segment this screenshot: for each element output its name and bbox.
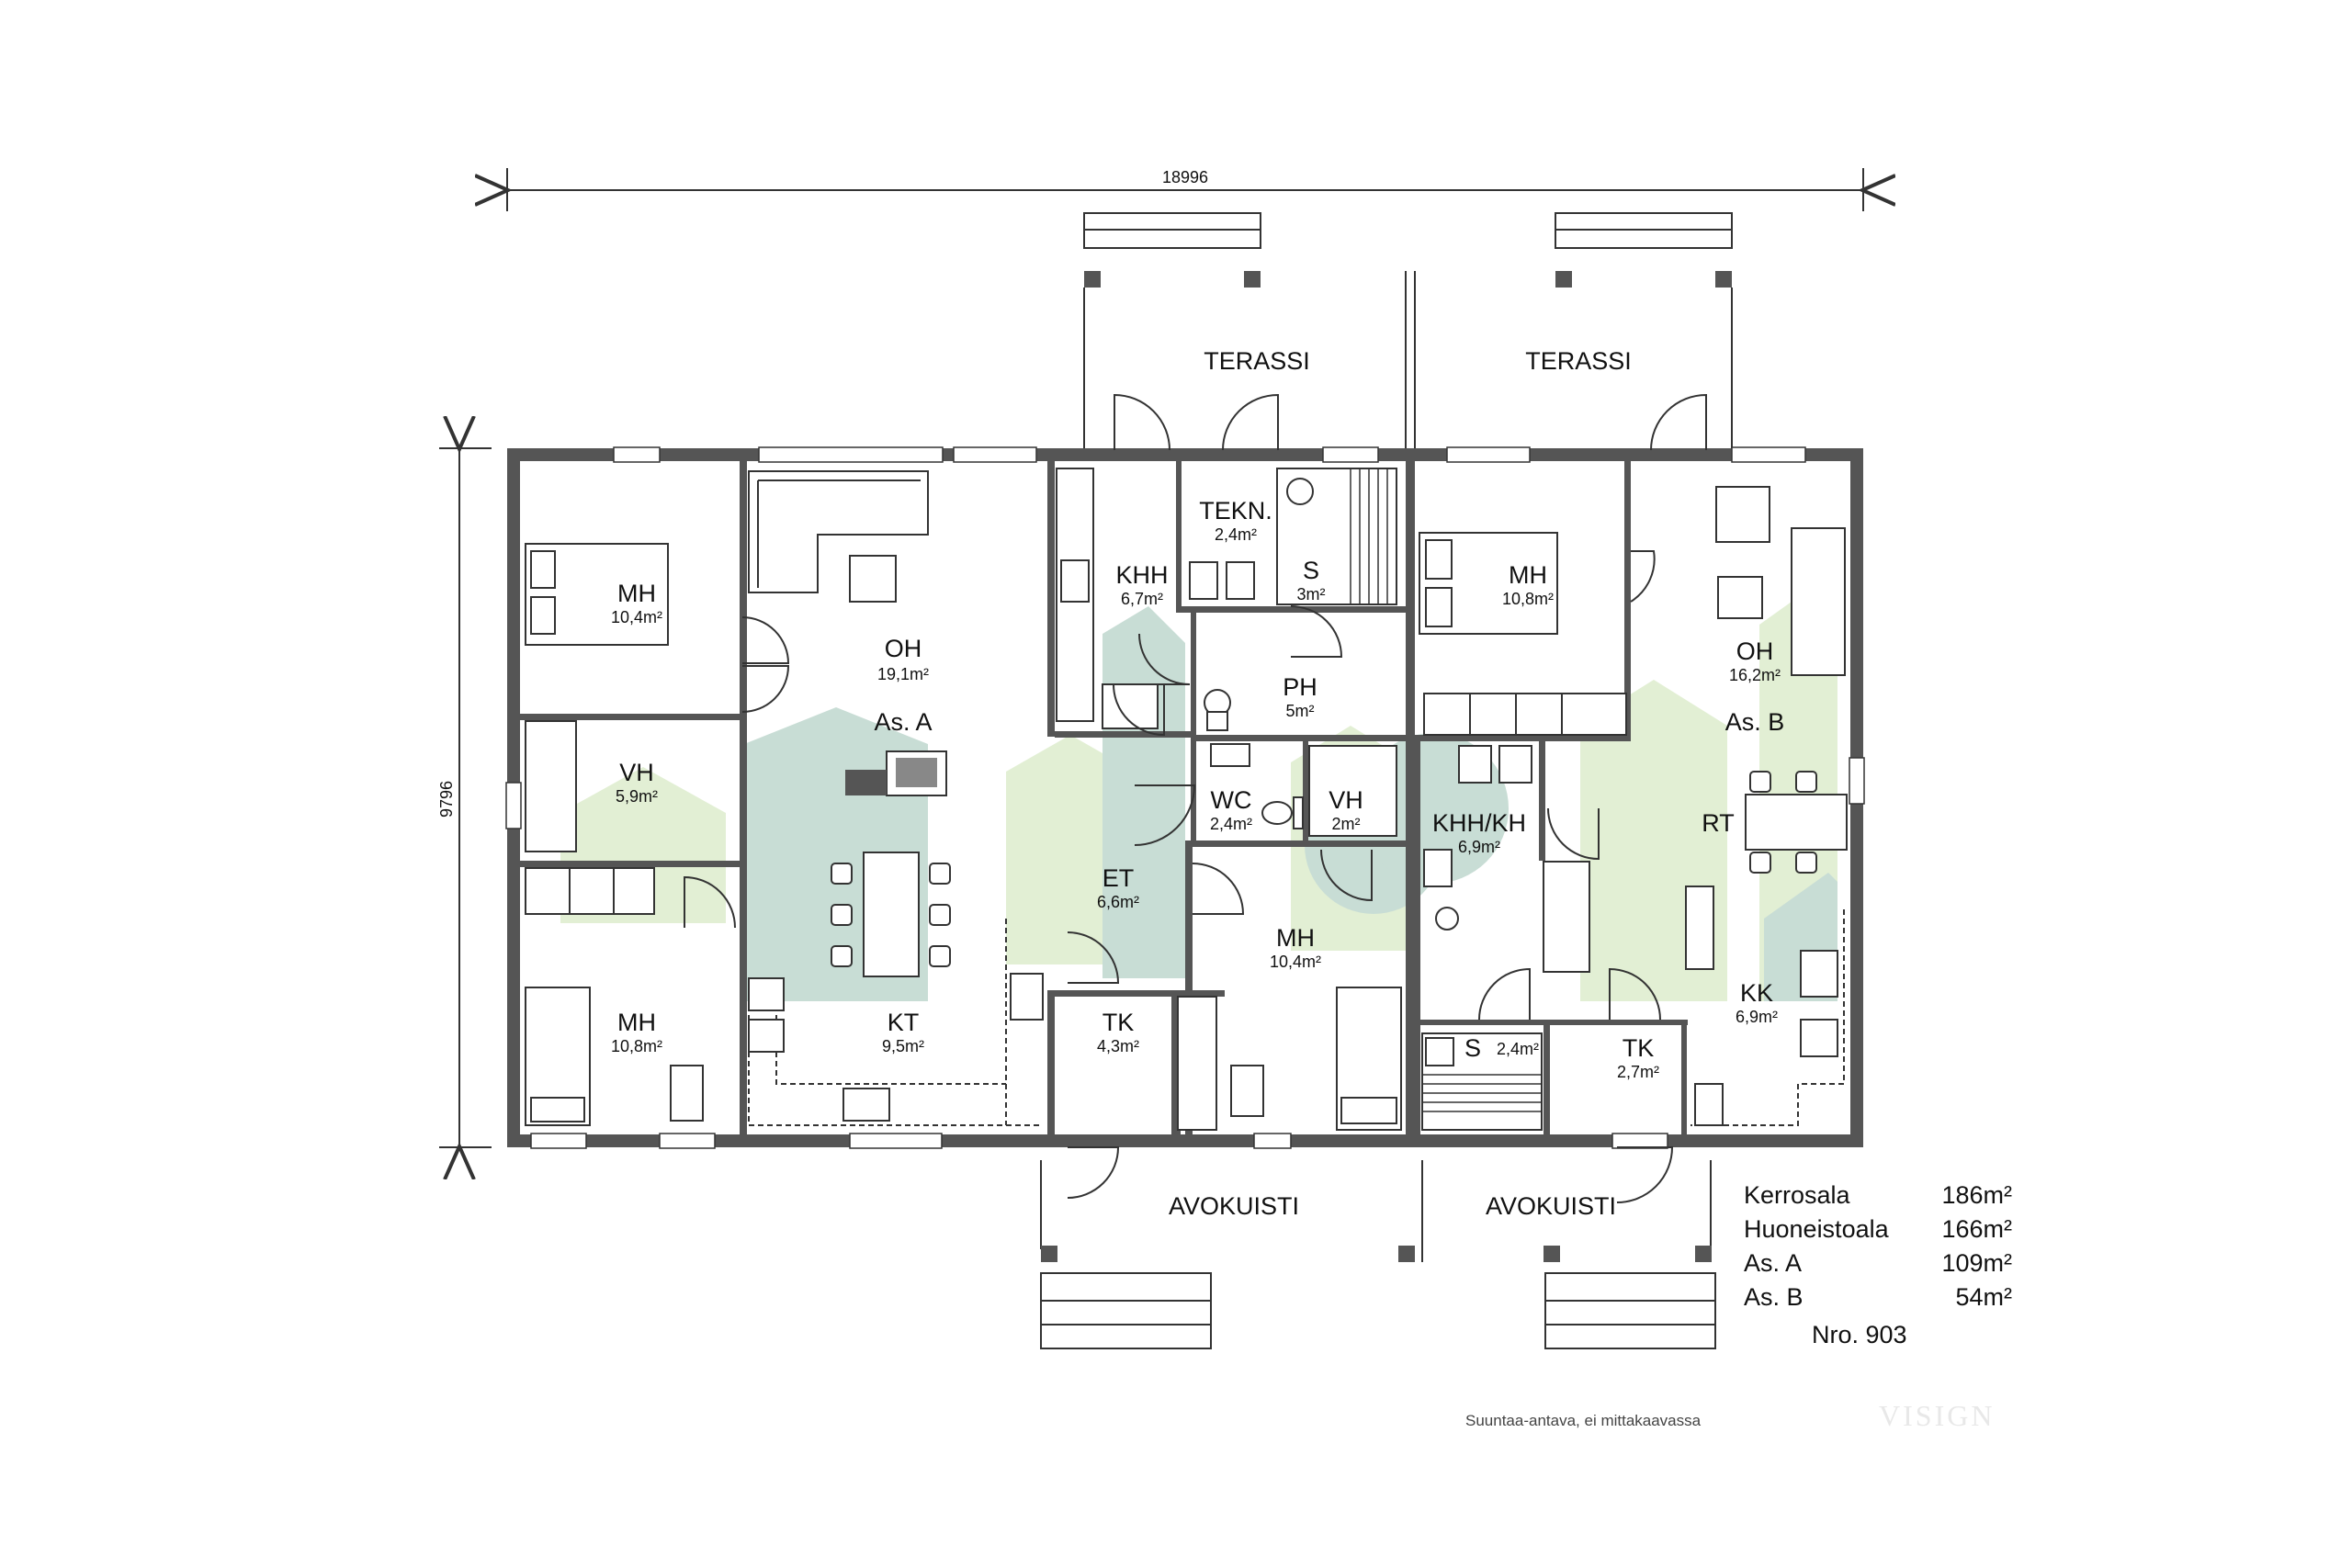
summary-label-3: As. B xyxy=(1744,1283,1804,1311)
room-mh-sw-area: 10,8m² xyxy=(611,1037,662,1055)
terrace-b-label: TERASSI xyxy=(1525,347,1632,375)
room-vh-small-name: VH xyxy=(1329,786,1363,814)
room-mh-sw-name: MH xyxy=(617,1009,656,1036)
room-ph-name: PH xyxy=(1283,673,1317,701)
summary-value-0: 186m² xyxy=(1941,1181,2012,1209)
room-mh-nw-area: 10,4m² xyxy=(611,608,662,626)
summary-value-1: 166m² xyxy=(1941,1215,2012,1243)
porch-b: AVOKUISTI xyxy=(1421,1160,1716,1349)
room-kt-name: KT xyxy=(888,1009,920,1036)
room-oh-a-area: 19,1m² xyxy=(877,665,929,683)
interior-walls xyxy=(520,461,1688,1136)
room-mh-b-area: 10,8m² xyxy=(1502,590,1554,608)
room-wc-area: 2,4m² xyxy=(1210,815,1252,833)
furniture xyxy=(525,468,1848,1131)
room-tk-b-area: 2,7m² xyxy=(1617,1063,1659,1081)
porch-a: AVOKUISTI xyxy=(1040,1160,1415,1349)
unit-b-label: As. B xyxy=(1725,708,1785,736)
room-wc-name: WC xyxy=(1211,786,1252,814)
summary-label-1: Huoneistoala xyxy=(1744,1215,1890,1243)
room-labels: MH 10,4m² VH 5,9m² MH 10,8m² OH 19,1m² A… xyxy=(611,497,1784,1081)
room-rt-name: RT xyxy=(1702,809,1735,837)
room-oh-b-area: 16,2m² xyxy=(1729,666,1781,684)
room-tk-a-area: 4,3m² xyxy=(1097,1037,1139,1055)
terrace-a: TERASSI xyxy=(1083,212,1416,448)
plan-number: Nro. 903 xyxy=(1812,1321,1907,1348)
summary-value-2: 109m² xyxy=(1941,1249,2012,1277)
room-khh-kh-area: 6,9m² xyxy=(1458,838,1500,856)
room-s-a-area: 3m² xyxy=(1297,585,1326,604)
room-oh-a-name: OH xyxy=(885,635,922,662)
watermark-logo: VISIGN xyxy=(1879,1399,1995,1432)
room-tekn-area: 2,4m² xyxy=(1215,525,1257,544)
terrace-a-label: TERASSI xyxy=(1204,347,1310,375)
room-mh-mid-area: 10,4m² xyxy=(1270,953,1321,971)
room-kt-area: 9,5m² xyxy=(882,1037,924,1055)
room-mh-nw-name: MH xyxy=(617,580,656,607)
room-khh-name: KHH xyxy=(1115,561,1168,589)
doors xyxy=(684,393,1707,1203)
room-kk-area: 6,9m² xyxy=(1736,1008,1778,1026)
room-s-b-area: 2,4m² xyxy=(1497,1040,1539,1058)
room-oh-b-name: OH xyxy=(1736,637,1774,665)
room-et-name: ET xyxy=(1102,864,1135,892)
room-s-b-name: S xyxy=(1464,1034,1481,1062)
summary-label-2: As. A xyxy=(1744,1249,1802,1277)
room-tk-b-name: TK xyxy=(1623,1034,1655,1062)
room-mh-mid-name: MH xyxy=(1276,924,1315,952)
room-ph-area: 5m² xyxy=(1286,702,1315,720)
terrace-b: TERASSI xyxy=(1525,212,1733,448)
room-et-area: 6,6m² xyxy=(1097,893,1139,911)
room-khh-kh-name: KHH/KH xyxy=(1432,809,1526,837)
dimension-vertical: 9796 xyxy=(437,448,492,1147)
width-dimension-label: 18996 xyxy=(1162,168,1208,186)
room-vh-a-name: VH xyxy=(619,759,654,786)
room-kk-name: KK xyxy=(1740,979,1773,1007)
room-s-a-name: S xyxy=(1303,557,1319,584)
summary-label-0: Kerrosala xyxy=(1744,1181,1851,1209)
room-mh-b-name: MH xyxy=(1509,561,1547,589)
height-dimension-label: 9796 xyxy=(437,781,456,818)
room-tk-a-name: TK xyxy=(1102,1009,1135,1036)
room-vh-small-area: 2m² xyxy=(1332,815,1361,833)
room-tekn-name: TEKN. xyxy=(1199,497,1272,525)
room-khh-area: 6,7m² xyxy=(1121,590,1163,608)
disclaimer-note: Suuntaa-antava, ei mittakaavassa xyxy=(1465,1412,1702,1429)
area-summary: Kerrosala 186m² Huoneistoala 166m² As. A… xyxy=(1744,1181,2012,1348)
summary-value-3: 54m² xyxy=(1955,1283,2012,1311)
dimension-horizontal: 18996 xyxy=(507,168,1863,211)
porch-a-label: AVOKUISTI xyxy=(1169,1192,1299,1220)
room-vh-a-area: 5,9m² xyxy=(616,787,658,806)
porch-b-label: AVOKUISTI xyxy=(1486,1192,1616,1220)
unit-a-label: As. A xyxy=(874,708,932,736)
shading-zones xyxy=(560,579,1838,1001)
